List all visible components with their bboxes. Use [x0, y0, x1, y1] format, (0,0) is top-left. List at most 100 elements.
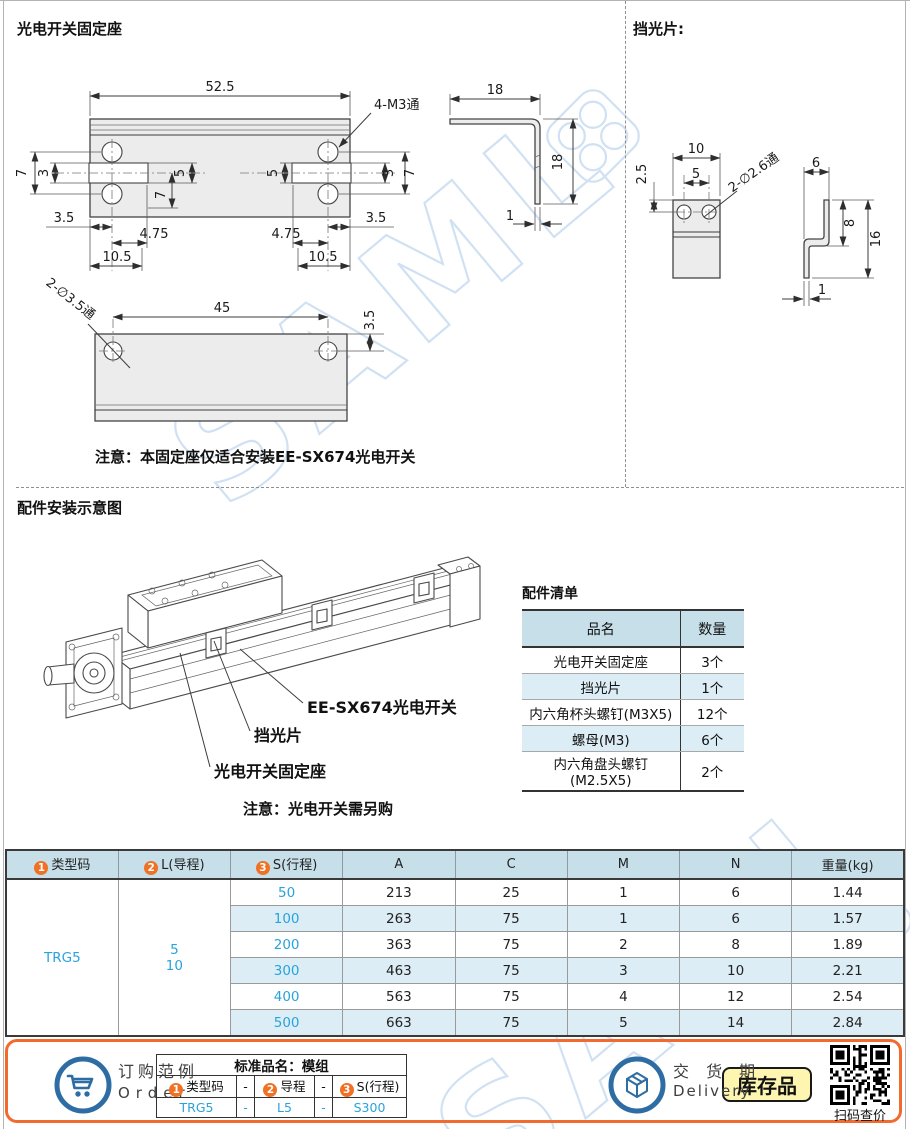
parts-row: 内六角杯头螺钉(M3X5) 12个 — [522, 699, 744, 726]
number-badge-1-icon: 1 — [169, 1083, 184, 1097]
stock-item-badge: 库存品 — [722, 1067, 812, 1102]
part-name: 挡光片 — [522, 673, 680, 700]
parts-list-title: 配件清单 — [522, 586, 578, 602]
spec-cell-c: 25 — [454, 878, 568, 906]
spec-cell-s: 300 — [229, 957, 344, 984]
number-badge-1-icon: 1 — [34, 861, 49, 875]
order-dash: - — [314, 1097, 333, 1118]
spec-col-a: A — [342, 849, 456, 880]
spec-cell-c: 75 — [454, 1009, 568, 1037]
assembly-isometric-drawing: EE-SX674光电开关 挡光片 光电开关固定座 — [43, 556, 481, 781]
spec-cell-n: 6 — [678, 878, 793, 906]
qr-caption: 扫码查价 — [833, 1109, 886, 1124]
spec-cell-w: 2.84 — [791, 1009, 905, 1037]
order-value-lead: L5 — [254, 1097, 315, 1118]
dim-bottom-offset: 3.5 — [363, 310, 378, 331]
part-qty: 1个 — [679, 673, 744, 700]
spec-cell-w: 1.57 — [791, 905, 905, 932]
spec-col-c: C — [454, 849, 568, 880]
spec-cell-a: 263 — [342, 905, 456, 932]
dim-front-slot-right: 5 — [266, 169, 281, 177]
parts-row: 光电开关固定座 3个 — [522, 647, 744, 674]
spec-cell-w: 1.89 — [791, 931, 905, 958]
spec-cell-m: 4 — [566, 983, 681, 1010]
spec-cell-a: 213 — [342, 878, 456, 906]
dim-bracket-thickness: 1 — [506, 209, 514, 224]
assembly-label-bracket: 光电开关固定座 — [213, 762, 326, 781]
part-qty: 2个 — [679, 751, 744, 792]
assembly-label-switch: EE-SX674光电开关 — [307, 698, 457, 717]
spec-cell-s: 200 — [229, 931, 344, 958]
shutter-section-title: 挡光片: — [633, 20, 684, 38]
spec-col-m: M — [566, 849, 681, 880]
spec-cell-a: 363 — [342, 931, 456, 958]
part-name: 光电开关固定座 — [522, 647, 680, 674]
spec-cell-m: 2 — [566, 931, 681, 958]
spec-cell-a: 463 — [342, 957, 456, 984]
delivery-label-zh: 交 货 期 — [673, 1062, 762, 1081]
parts-col-name: 品名 — [522, 609, 680, 648]
dim-bottom-span: 45 — [214, 301, 231, 316]
spec-cell-w: 2.21 — [791, 957, 905, 984]
spec-cell-n: 10 — [678, 957, 793, 984]
delivery-box-icon — [608, 1056, 666, 1114]
dim-front-right-inner: 3 — [382, 169, 397, 177]
spec-cell-n: 6 — [678, 905, 793, 932]
shopping-cart-icon — [54, 1056, 112, 1114]
spec-col-n: N — [678, 849, 793, 880]
part-qty: 12个 — [679, 699, 744, 726]
dim-shutter-thickness: 1 — [818, 283, 826, 298]
section-divider-horizontal — [16, 487, 904, 488]
parts-row: 螺母(M3) 6个 — [522, 725, 744, 752]
spec-cell-c: 75 — [454, 905, 568, 932]
spec-cell-a: 663 — [342, 1009, 456, 1037]
number-badge-3-icon: 3 — [255, 861, 270, 875]
parts-col-qty: 数量 — [679, 609, 744, 648]
spec-cell-m: 5 — [566, 1009, 681, 1037]
spec-cell-s: 50 — [229, 878, 344, 906]
order-value-type: TRG5 — [156, 1097, 237, 1118]
order-dash: - — [236, 1097, 255, 1118]
dim-shutter-width: 10 — [688, 142, 705, 157]
part-name: 螺母(M3) — [522, 725, 680, 752]
parts-row: 内六角盘头螺钉(M2.5X5) 2个 — [522, 751, 744, 792]
dim-front-width: 52.5 — [206, 80, 235, 95]
dim-front-edge-left: 3.5 — [54, 211, 75, 226]
part-qty: 6个 — [679, 725, 744, 752]
parts-header-row: 品名 数量 — [522, 609, 744, 648]
spec-cell-w: 2.54 — [791, 983, 905, 1010]
dim-front-edge-right: 3.5 — [366, 211, 387, 226]
dim-shutter-total-height: 16 — [869, 231, 884, 248]
dim-shutter-side-width: 6 — [812, 156, 820, 171]
number-badge-3-icon: 3 — [339, 1083, 354, 1097]
spec-cell-s: 100 — [229, 905, 344, 932]
dim-front-left-outer: 7 — [15, 169, 30, 177]
dim-front-pitch-right: 4.75 — [272, 227, 301, 242]
dim-front-slot-depth: 7 — [154, 191, 169, 199]
dim-shutter-holes-label: 2-∅2.6通 — [726, 150, 782, 196]
part-qty: 3个 — [679, 647, 744, 674]
dim-shutter-step-height: 8 — [843, 219, 858, 227]
number-badge-2-icon: 2 — [144, 861, 159, 875]
spec-cell-s: 500 — [229, 1009, 344, 1037]
spec-cell-n: 14 — [678, 1009, 793, 1037]
order-dash: - — [314, 1075, 333, 1098]
spec-cell-c: 75 — [454, 957, 568, 984]
spec-cell-c: 75 — [454, 931, 568, 958]
page-border-right — [905, 1, 906, 1129]
fixture-note: 注意：本固定座仅适合安装EE-SX674光电开关 — [95, 448, 416, 466]
order-value-stroke: S300 — [331, 1097, 408, 1118]
page-border-left — [3, 1, 4, 1129]
spec-row: 500 663 75 5 14 2.84 — [6, 1009, 905, 1037]
dim-front-span-left: 10.5 — [103, 250, 132, 265]
dim-bracket-height: 18 — [551, 154, 566, 171]
assembly-label-shutter: 挡光片 — [254, 726, 302, 745]
spec-cell-w: 1.44 — [791, 878, 905, 906]
